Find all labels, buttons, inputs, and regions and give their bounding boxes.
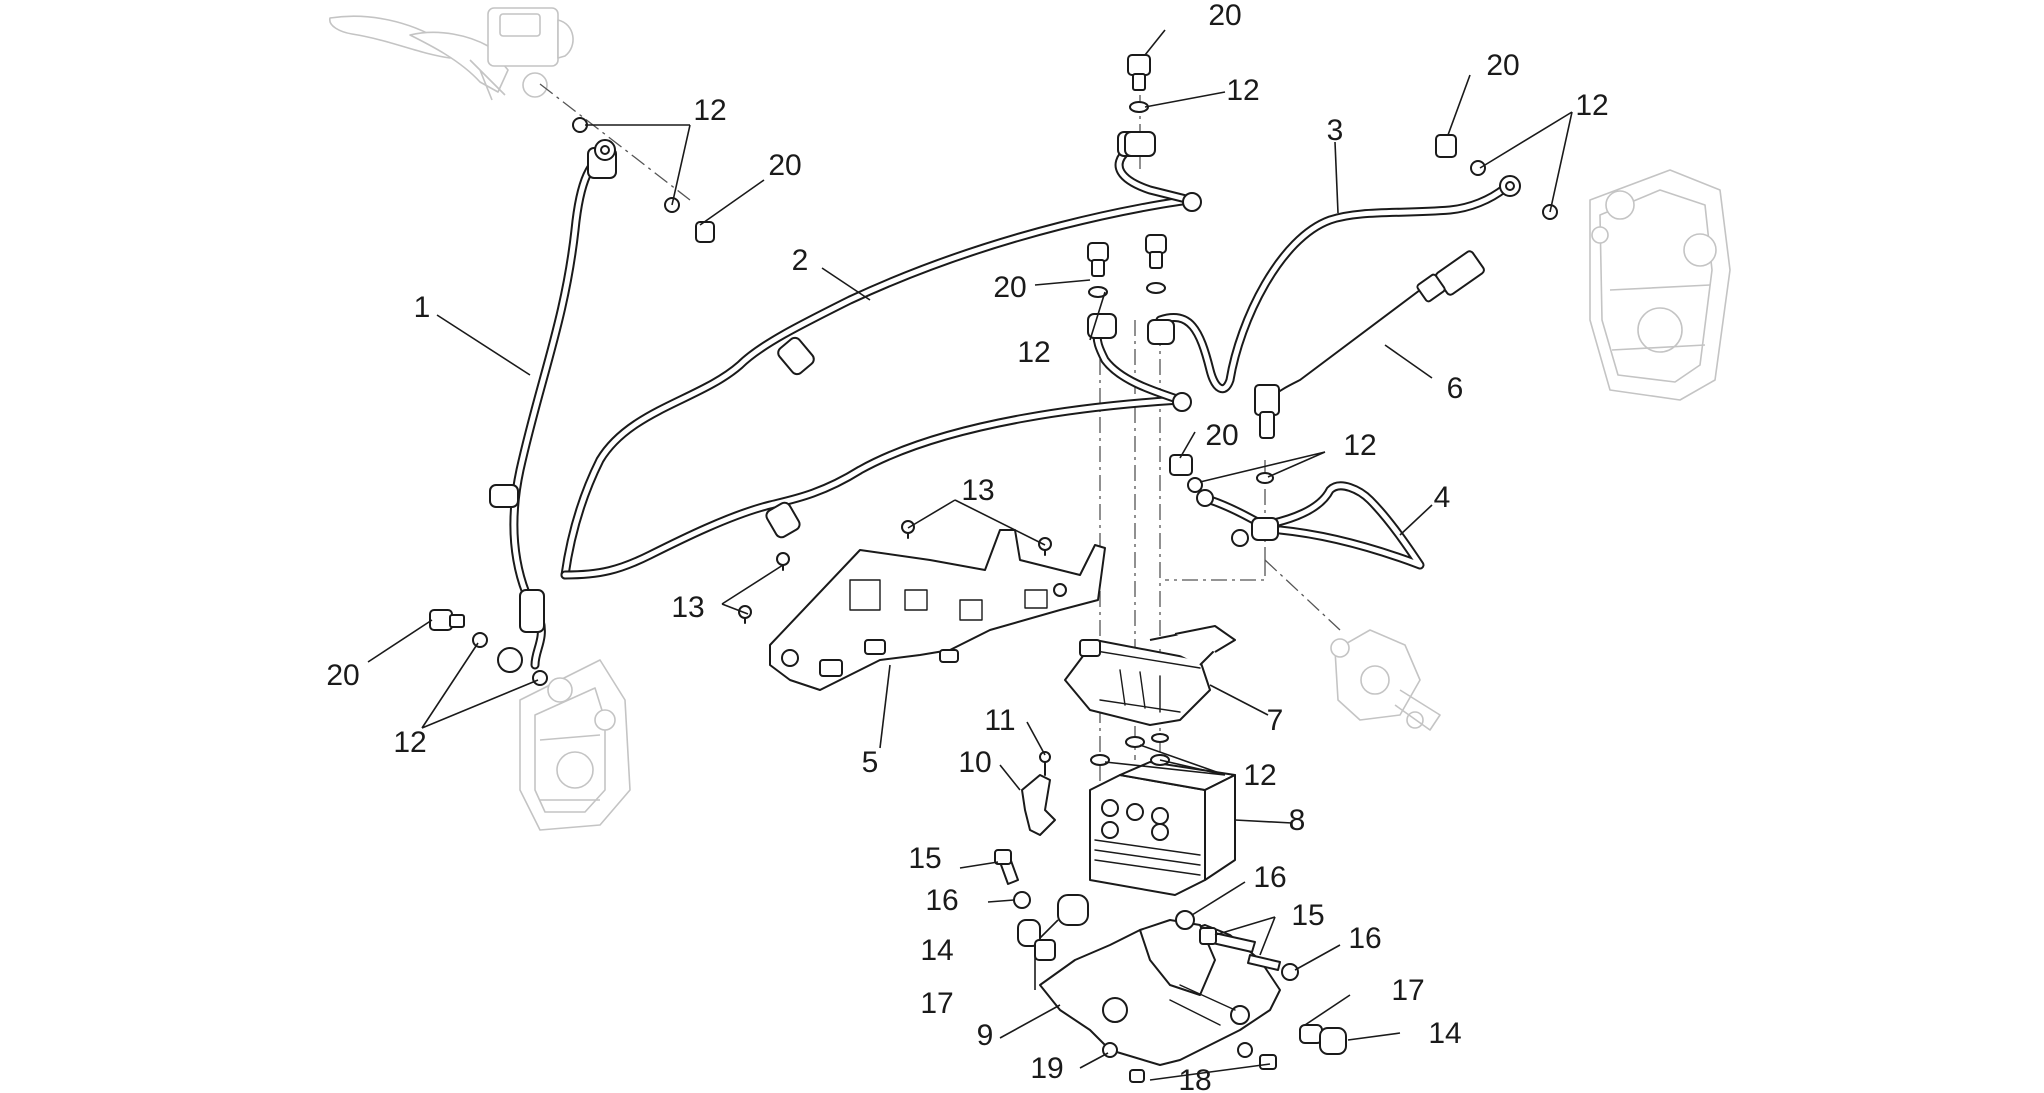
brake-pipe-lower <box>560 313 1192 580</box>
bolt-20-top <box>1127 54 1151 91</box>
callout-11: 11 <box>984 704 1015 737</box>
callout-12-caliper-left: 12 <box>393 726 426 759</box>
callout-10: 10 <box>958 746 991 779</box>
callout-20-right: 20 <box>1486 49 1519 82</box>
bolt-20-rear <box>1169 454 1193 476</box>
leader-lines <box>367 29 1573 1081</box>
abs-modulator-8 <box>1089 761 1236 896</box>
ghost-brake-caliper-left <box>519 659 631 831</box>
callout-20-rear: 20 <box>1205 419 1238 452</box>
callout-13-lower: 13 <box>671 591 704 624</box>
callout-12-center: 12 <box>1017 336 1050 369</box>
bolt-20-caliper-left <box>429 609 465 631</box>
bolt-20-center-a <box>1087 242 1109 277</box>
callout-6: 6 <box>1447 372 1464 405</box>
brake-pipe-1 <box>489 139 617 673</box>
callout-3: 3 <box>1327 114 1344 147</box>
callout-15-right: 15 <box>1291 899 1324 932</box>
bolt-20-center-b <box>1145 234 1167 269</box>
washers-12-caliper-left <box>472 632 548 686</box>
ghost-brake-caliper-right <box>1589 169 1731 401</box>
hardware-14-15-16-17 <box>994 849 1347 1083</box>
callout-labels: 1 2 3 4 5 6 7 8 9 10 11 12 12 12 12 12 1… <box>326 0 1608 1093</box>
brake-pipe-3 <box>1147 175 1521 394</box>
callout-4: 4 <box>1434 481 1451 514</box>
union-top <box>1124 131 1156 157</box>
callout-20-left: 20 <box>768 149 801 182</box>
callout-16-right: 16 <box>1348 922 1381 955</box>
callout-17-right: 17 <box>1391 974 1424 1007</box>
callout-7: 7 <box>1267 704 1284 737</box>
callout-12-right: 12 <box>1575 89 1608 122</box>
callout-16-upper: 16 <box>1253 861 1286 894</box>
washers-12-center <box>1088 282 1166 298</box>
abs-control-unit-7 <box>1064 625 1236 726</box>
brake-pipe-4 <box>1196 481 1425 570</box>
washer-12-left-upper <box>572 117 588 133</box>
washers-12-rear <box>1187 472 1274 493</box>
callout-19: 19 <box>1030 1052 1063 1085</box>
callout-13-upper: 13 <box>961 474 994 507</box>
ghost-rear-caliper <box>1330 629 1441 731</box>
callout-14-left: 14 <box>920 934 953 967</box>
callout-12-left-upper: 12 <box>693 94 726 127</box>
washers-12-abs <box>1090 733 1170 766</box>
bolt-20-right <box>1435 134 1457 158</box>
ghost-brake-lever <box>329 7 574 101</box>
base-bracket-9 <box>1039 919 1281 1066</box>
callout-1: 1 <box>414 291 431 324</box>
callout-12-rear: 12 <box>1343 429 1376 462</box>
callout-5: 5 <box>862 746 879 779</box>
speed-sensor-6 <box>1254 250 1485 439</box>
screw-11 <box>1039 751 1051 776</box>
callout-20-top: 20 <box>1208 0 1241 32</box>
callout-9: 9 <box>977 1019 994 1052</box>
callout-20-caliper-left: 20 <box>326 659 359 692</box>
callout-18: 18 <box>1178 1064 1211 1093</box>
callout-15-left: 15 <box>908 842 941 875</box>
callout-14-right: 14 <box>1428 1017 1461 1050</box>
callout-20-center: 20 <box>993 271 1026 304</box>
callout-17-left: 17 <box>920 987 953 1020</box>
callout-16-left: 16 <box>925 884 958 917</box>
callout-2: 2 <box>792 244 809 277</box>
assembly-axis-lines <box>539 83 1341 830</box>
bolt-20-left <box>695 221 715 243</box>
bracket-10 <box>1021 774 1056 836</box>
callout-12-abs: 12 <box>1243 759 1276 792</box>
bracket-5 <box>769 529 1106 691</box>
callout-12-top: 12 <box>1226 74 1259 107</box>
callout-8: 8 <box>1289 804 1306 837</box>
